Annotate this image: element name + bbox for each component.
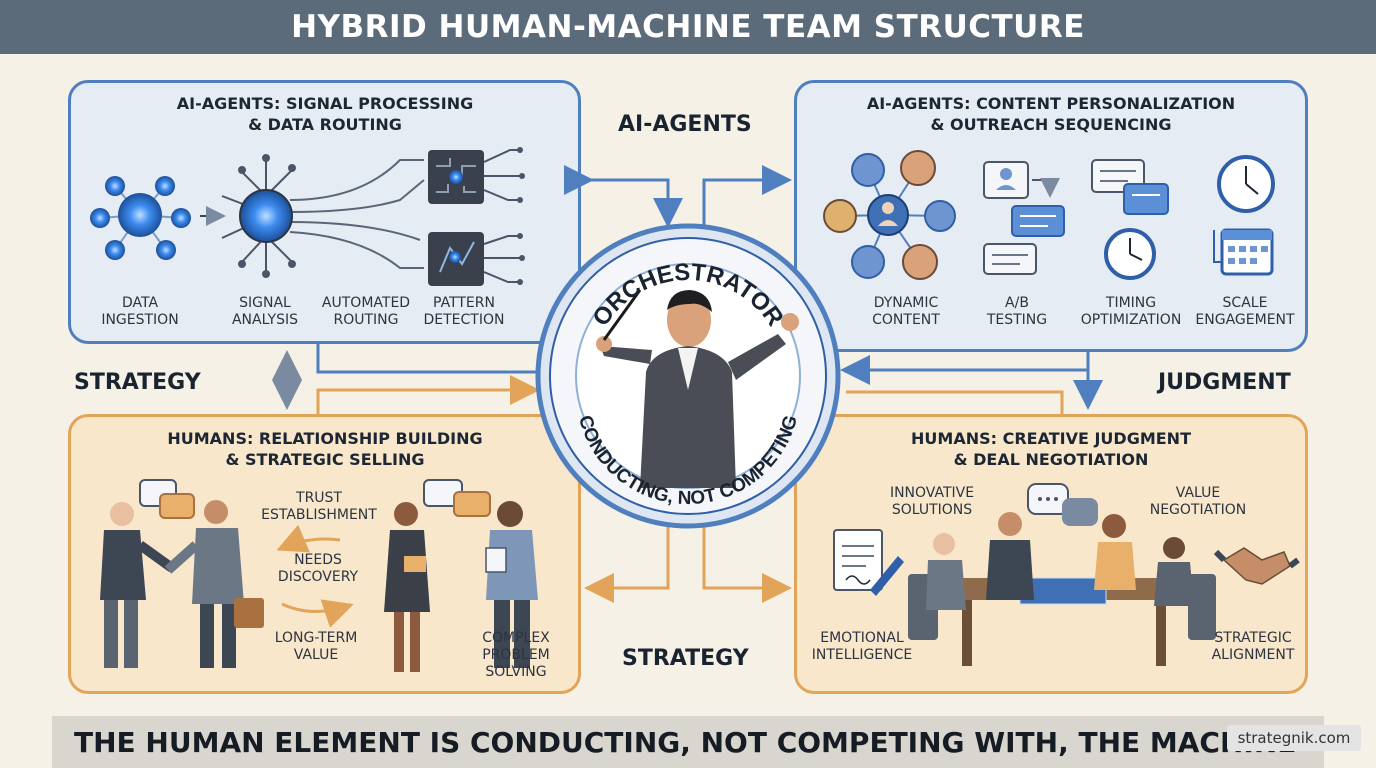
data-ingestion-icon [90,176,191,260]
discovery-people-illustration [384,479,538,672]
footer-banner: THE HUMAN ELEMENT IS CONDUCTING, NOT COM… [52,716,1324,768]
caption-data-ingestion: DATA INGESTION [101,295,179,328]
negotiation-meeting-illustration [833,483,1300,666]
handshake-icon [1213,547,1300,585]
signal-analysis-icon [221,154,425,278]
handshake-people-illustration [100,479,264,668]
caption-pattern-detection: PATTERN DETECTION [423,295,505,328]
connector-ai-right [702,165,792,228]
conductor-figure [596,289,799,488]
orchestrator-hub [535,223,841,529]
connector-strategy-left [584,520,670,603]
panel-title-signal-processing: AI-AGENTS: SIGNAL PROCESSING & DATA ROUT… [176,94,474,134]
automated-routing-icon [428,147,525,204]
label-strategy-bottom: STRATEGY [622,646,749,671]
caption-timing-optimization: TIMING OPTIMIZATION [1080,295,1182,328]
caption-dynamic-content: DYNAMIC CONTENT [872,295,940,328]
connector-top-left [316,344,540,374]
caption-scale-engagement: SCALE ENGAGEMENT [1195,295,1295,328]
dynamic-content-icon [823,150,956,280]
caption-strategic-alignment: STRATEGIC ALIGNMENT [1211,630,1295,663]
document-icon [833,529,904,596]
pattern-detection-icon [428,232,525,286]
panel-title-content-personalization: AI-AGENTS: CONTENT PERSONALIZATION & OUT… [866,94,1236,134]
cycle-arrows [276,524,354,628]
caption-complex-problem-solving: COMPLEX PROBLEM SOLVING [482,630,550,680]
caption-signal-analysis: SIGNAL ANALYSIS [231,295,299,328]
caption-ab-testing: A/B TESTING [986,295,1048,328]
caption-innovative-solutions: INNOVATIVE SOLUTIONS [889,485,975,518]
caption-trust-establishment: TRUST ESTABLISHMENT [261,490,377,523]
caption-emotional-intelligence: EMOTIONAL INTELLIGENCE [811,630,913,663]
caption-long-term-value: LONG-TERM VALUE [274,630,358,663]
scale-engagement-icon [1213,155,1275,276]
title-bar: HYBRID HUMAN-MACHINE TEAM STRUCTURE [0,0,1376,54]
caption-automated-routing: AUTOMATED ROUTING [321,295,411,328]
connector-top-right [840,352,1090,385]
caption-needs-discovery: NEEDS DISCOVERY [277,552,359,585]
panel-title-relationship-building: HUMANS: RELATIONSHIP BUILDING & STRATEGI… [167,429,483,469]
connector-ai-left [564,165,683,228]
watermark: strategnik.com [1227,725,1361,751]
label-strategy-left: STRATEGY [74,370,201,395]
footer-text: THE HUMAN ELEMENT IS CONDUCTING, NOT COM… [74,725,1297,759]
page-title: HYBRID HUMAN-MACHINE TEAM STRUCTURE [291,9,1085,45]
connector-bottom-right [846,390,1064,414]
ab-testing-icon [983,161,1065,275]
panel-title-creative-judgment: HUMANS: CREATIVE JUDGMENT & DEAL NEGOTIA… [911,429,1191,469]
connector-bottom-left [316,375,540,414]
timing-optimization-icon [1091,159,1169,280]
label-judgment: JUDGMENT [1158,370,1291,395]
label-ai-agents: AI-AGENTS [618,112,752,137]
caption-value-negotiation: VALUE NEGOTIATION [1149,485,1247,518]
connector-strategy-right [702,520,792,603]
